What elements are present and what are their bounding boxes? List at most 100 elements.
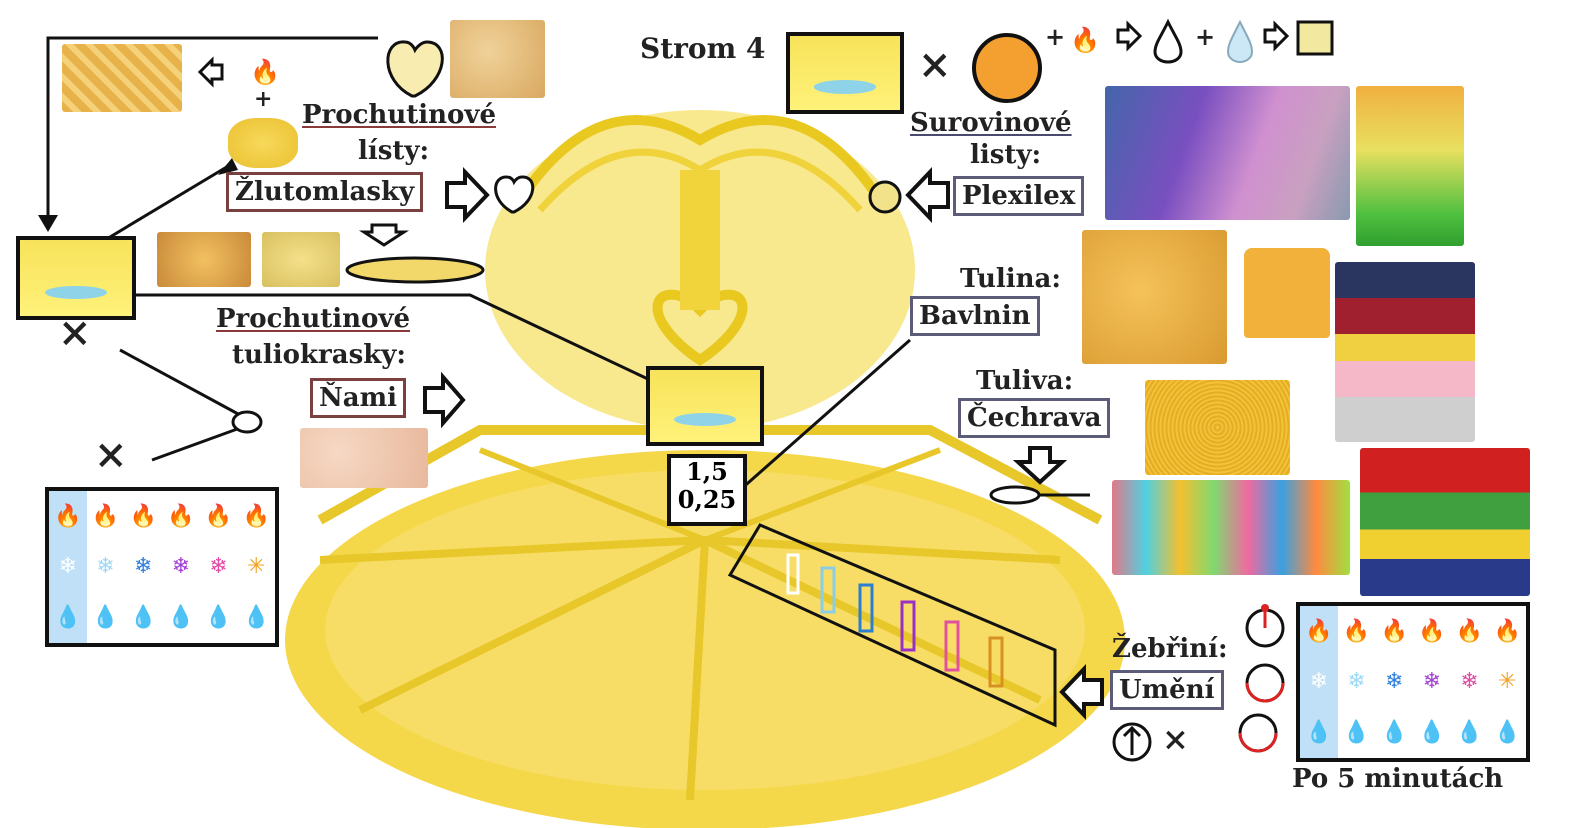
page-title: Strom 4	[640, 32, 766, 65]
sponges-photo	[1112, 480, 1350, 575]
fire-icon: 🔥	[167, 503, 195, 529]
tshirt-photo	[1232, 230, 1342, 350]
heart-seed-icon	[386, 40, 444, 98]
fire-icon: 🔥	[49, 491, 87, 542]
heart-outline-icon	[494, 175, 535, 214]
plus-sign: +	[1195, 22, 1216, 51]
snowflake-icon: ❄	[133, 554, 153, 580]
ladder-rung	[900, 600, 916, 652]
snowflake-icon: ❄	[96, 554, 115, 580]
connector-line	[151, 426, 241, 462]
connector-line	[739, 338, 911, 492]
multiply-sign: ×	[94, 431, 128, 478]
fire-icon: 🔥	[1418, 618, 1446, 644]
snowflake-icon: ✳	[1497, 669, 1517, 695]
connector-line	[135, 293, 651, 382]
raw-leaves-heading: Surovinové	[910, 108, 1072, 138]
fabric-photo	[1082, 230, 1227, 364]
up-arrow-circle-icon	[1112, 722, 1152, 762]
plus-sign: +	[1045, 22, 1066, 51]
seed-oval-icon	[231, 410, 263, 434]
fire-icon: 🔥	[129, 503, 157, 529]
fence-spoke	[686, 539, 709, 801]
drop-blue-icon	[1226, 19, 1254, 64]
timer-icon	[1245, 604, 1285, 648]
ladder-rung	[786, 553, 800, 595]
fries-photo	[62, 44, 182, 112]
tree-thumbnail-center	[646, 366, 764, 446]
snowflake-icon: ❄	[1384, 669, 1404, 695]
snowflake-icon: ❄	[1347, 669, 1366, 695]
fabric-heading: Tulina:	[960, 264, 1061, 294]
fire-icon: 🔥	[242, 503, 270, 529]
ladder-rung	[858, 583, 874, 633]
plate-icon	[345, 256, 485, 284]
drop-icon: 💧	[1342, 720, 1371, 746]
center-value-bottom: 0,25	[677, 485, 737, 514]
connector-line	[119, 348, 241, 417]
ladder-outline	[727, 523, 1057, 728]
fire-icon: 🔥	[1455, 618, 1484, 644]
ladder-rung	[820, 566, 836, 614]
snowflake-icon: ✳	[246, 554, 266, 580]
drop-icon: 💧	[242, 605, 270, 631]
trunk	[680, 170, 720, 310]
element-legend-left: 🔥 🔥 🔥 🔥 🔥 🔥 ❄ ❄ ❄ ❄ ❄ ✳ 💧 💧 💧 💧 💧 💧	[45, 487, 279, 647]
snowflake-icon: ❄	[171, 554, 191, 580]
drop-icon: 💧	[1418, 720, 1446, 746]
snowflake-icon: ❄	[49, 541, 87, 593]
ladder-rung	[944, 620, 960, 672]
fence-spoke	[358, 536, 707, 714]
fire-icon: 🔥	[1070, 26, 1100, 54]
drop-icon: 💧	[1380, 720, 1408, 746]
tree-thumbnail-title	[786, 32, 904, 114]
pale-square-icon	[1296, 20, 1334, 56]
chips-pile-photo	[228, 118, 298, 168]
center-values-box: 1,5 0,25	[667, 454, 747, 526]
drop-icon: 💧	[91, 605, 120, 631]
plexiglass-photo	[1105, 86, 1350, 220]
ladder-heading: Žebřiní:	[1112, 634, 1228, 664]
drop-icon: 💧	[1493, 720, 1521, 746]
fire-icon: 🔥	[1300, 606, 1338, 657]
fire-icon: 🔥	[204, 503, 233, 529]
multiply-sign: ×	[1162, 720, 1189, 758]
connector-line	[46, 36, 378, 225]
tree-thumbnail-left	[16, 236, 136, 320]
cereal-photo	[157, 232, 251, 287]
drop-icon: 💧	[1455, 720, 1484, 746]
puree-photo	[262, 232, 340, 287]
arrow-down-icon	[358, 223, 410, 247]
arrow-right-icon	[1263, 20, 1290, 52]
pillows-photo	[1360, 448, 1530, 596]
snowflake-icon: ❄	[1300, 656, 1338, 708]
chips-photo	[450, 20, 545, 98]
fire-icon: 🔥	[91, 503, 120, 529]
fabric-name: Bavlnin	[910, 296, 1040, 336]
arrow-left-icon	[197, 56, 224, 88]
raw-leaves-name: Plexilex	[953, 176, 1085, 216]
timer-half-icon	[1238, 713, 1278, 753]
polo-shirts-photo	[1335, 262, 1475, 442]
plexiglass-stack-photo	[1356, 86, 1464, 246]
flavor-leaves-heading: Prochutinové	[302, 100, 497, 130]
fire-icon: 🔥	[1380, 618, 1408, 644]
fire-icon: 🔥	[1493, 618, 1521, 644]
flavor-leaves-heading-2: lísty:	[358, 136, 430, 166]
arrow-head	[218, 158, 238, 175]
orange-flower-icon	[972, 33, 1042, 103]
fire-icon: 🔥	[250, 58, 280, 86]
drop-icon: 💧	[129, 605, 157, 631]
crown-arches	[515, 115, 885, 203]
drop-outline-icon	[1153, 18, 1183, 64]
snowflake-icon: ❄	[1460, 669, 1479, 695]
drop-icon: 💧	[204, 605, 233, 631]
flavor-flowers-heading-2: tuliokrasky:	[232, 340, 406, 370]
multiply-sign: ×	[918, 41, 952, 88]
shrimp-chips-photo	[300, 428, 428, 488]
round-seed-icon	[868, 180, 902, 214]
center-value-top: 1,5	[686, 457, 728, 486]
after-time-label: Po 5 minutách	[1292, 764, 1504, 794]
arrow-right-icon	[1116, 20, 1143, 52]
filling-name: Čechrava	[958, 398, 1111, 438]
